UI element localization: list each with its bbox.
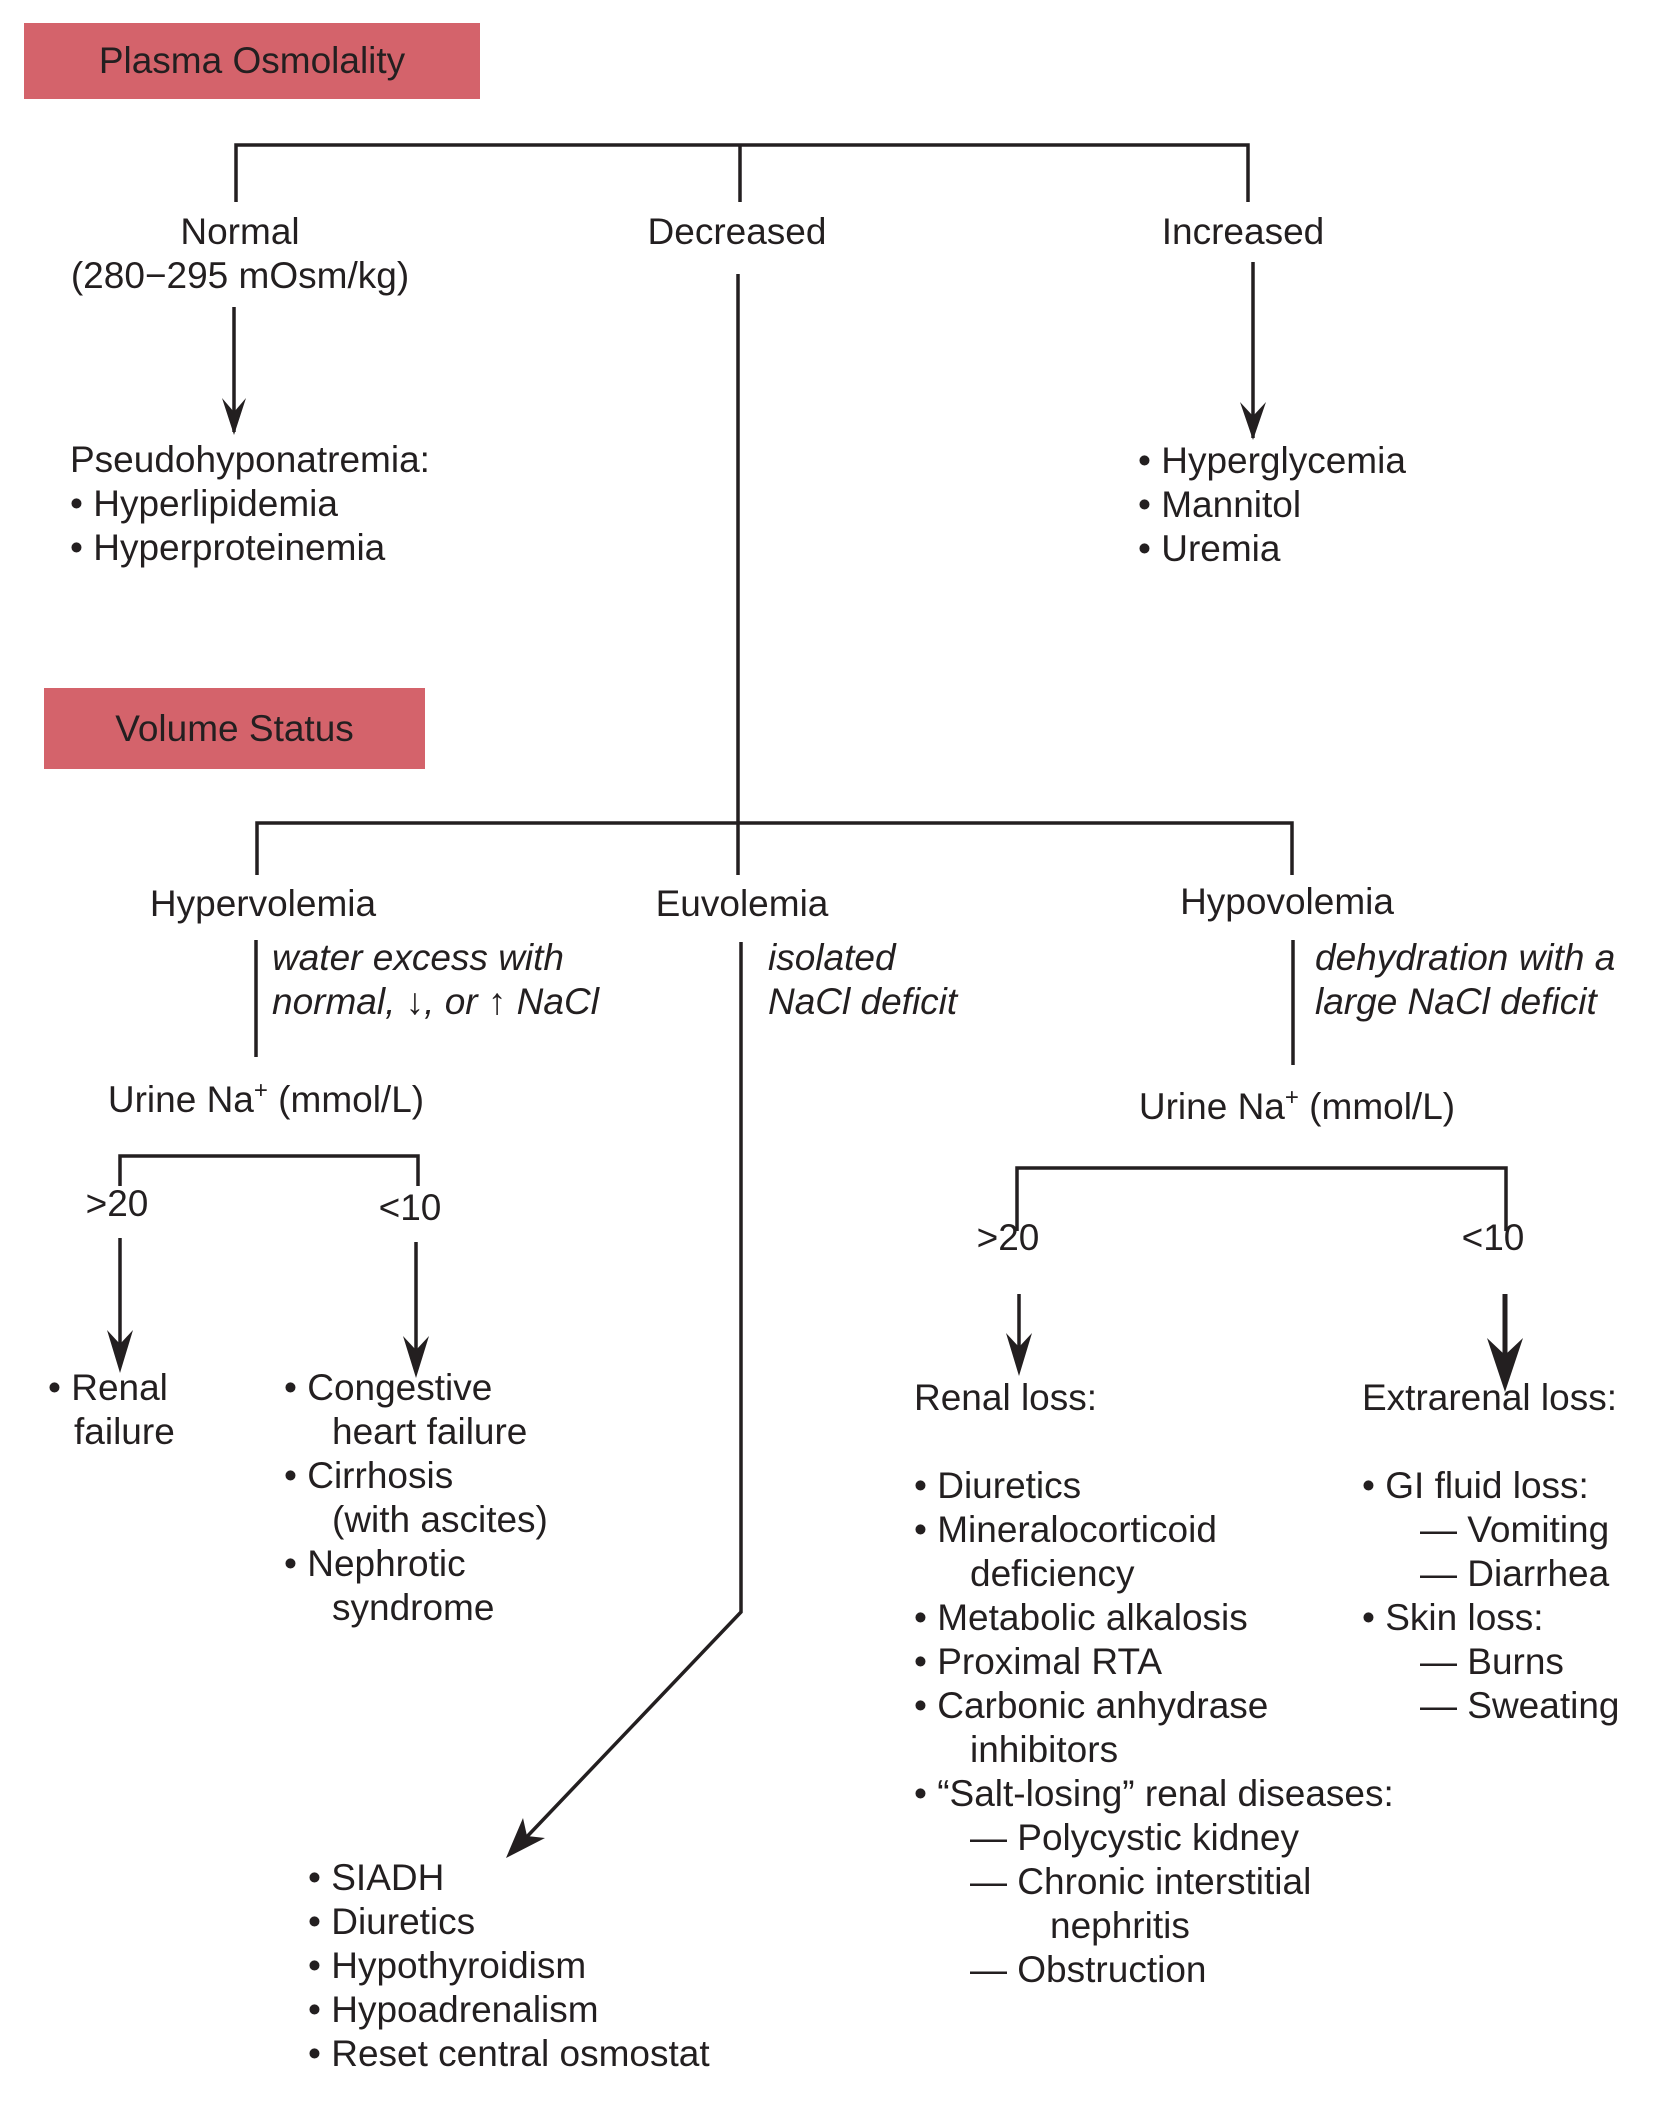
hypo-low-label: <10 [1461,1217,1525,1258]
list-item: • “Salt-losing” renal diseases: [914,1773,1394,1814]
note-line: isolated [768,937,896,978]
euvolemia-node: Euvolemia [655,883,829,924]
hyper-high-label: >20 [85,1183,149,1224]
sub-item: — Chronic interstitial [970,1861,1312,1902]
note-line: dehydration with a [1315,937,1616,978]
list-item-continuation: inhibitors [970,1729,1119,1770]
list-item: • GI fluid loss: [1362,1465,1589,1506]
urine-na-text: Urine Na [107,1079,254,1120]
sub-item: — Diarrhea [1420,1553,1610,1594]
list-item: • Hyperlipidemia [70,483,338,524]
pseudohyponatremia-block: Pseudohyponatremia: • Hyperlipidemia • H… [70,438,430,570]
sub-item: — Obstruction [970,1949,1207,1990]
hyper-high-outcome: • Renal failure [48,1366,175,1454]
hypo-high-label: >20 [976,1217,1040,1258]
hyper-urine-na-label: Urine Na+ (mmol/L) [108,1078,424,1122]
urine-unit: (mmol/L) [267,1079,425,1120]
hypervolemia-node: Hypervolemia [149,883,377,924]
sub-item: — Polycystic kidney [970,1817,1299,1858]
arrowhead-icon [1006,1333,1032,1376]
normal-node: Normal (280−295 mOsm/kg) [71,210,409,298]
list-item: • SIADH [308,1857,445,1898]
hyper-urine-bracket [118,1154,420,1186]
urine-unit: (mmol/L) [1298,1086,1456,1127]
list-item: • Cirrhosis [284,1455,454,1496]
arrowhead-icon [1487,1338,1523,1392]
extrarenal-loss-block: Extrarenal loss: • GI fluid loss: — Vomi… [1362,1376,1620,1728]
list-item: • Reset central osmostat [308,2033,710,2074]
list-item: • Uremia [1138,528,1281,569]
arrowhead-icon [506,1818,545,1858]
hypovolemia-note: dehydration with a large NaCl deficit [1315,936,1615,1024]
list-item-continuation: deficiency [970,1553,1135,1594]
sub-item: — Vomiting [1420,1509,1610,1550]
list-item: • Diuretics [308,1901,476,1942]
list-item: • Nephrotic [284,1543,466,1584]
increased-outcome-list: • Hyperglycemia • Mannitol • Uremia [1138,439,1406,571]
list-item: • Hyperproteinemia [70,527,386,568]
sub-item: — Sweating [1420,1685,1620,1726]
pseudohyponatremia-title: Pseudohyponatremia: [70,439,430,480]
list-item: • Carbonic anhydrase [914,1685,1269,1726]
hypo-urine-na-label: Urine Na+ (mmol/L) [1139,1085,1455,1129]
arrowhead-icon [222,398,246,435]
sub-item-continuation: nephritis [1050,1905,1190,1946]
urine-na-text: Urine Na [1138,1086,1285,1127]
list-item: • Hypoadrenalism [308,1989,599,2030]
plasma-osmolality-header: Plasma Osmolality [24,23,480,99]
sub-item: — Burns [1420,1641,1564,1682]
renal-loss-title: Renal loss: [914,1377,1098,1418]
hypo-urine-bracket [1015,1166,1508,1231]
list-item-continuation: failure [74,1411,175,1452]
plasma-osmolality-label: Plasma Osmolality [98,40,406,81]
volume-status-label: Volume Status [115,707,354,749]
list-item-continuation: heart failure [332,1411,528,1452]
arrowhead-icon [403,1336,429,1378]
superscript: + [1284,1084,1299,1111]
volume-status-header: Volume Status [44,688,425,769]
volume-bracket [255,821,1294,875]
list-item: • Congestive [284,1367,493,1408]
list-item: • Hyperglycemia [1138,440,1406,481]
list-item: • Mannitol [1138,484,1302,525]
hypovolemia-node: Hypovolemia [1180,881,1394,922]
euvolemia-note: isolated NaCl deficit [768,936,957,1024]
osmolality-bracket [234,143,1250,202]
decreased-node: Decreased [647,211,827,252]
arrowhead-icon [107,1330,133,1373]
increased-node: Increased [1161,211,1325,252]
renal-loss-block: Renal loss: • Diuretics • Mineralocortic… [914,1376,1394,1992]
list-item: • Proximal RTA [914,1641,1163,1682]
extrarenal-loss-title: Extrarenal loss: [1362,1377,1617,1418]
superscript: + [253,1077,268,1104]
list-item-continuation: syndrome [332,1587,495,1628]
normal-range: (280−295 mOsm/kg) [70,255,410,296]
list-item: • Diuretics [914,1465,1082,1506]
euvolemia-outcome: • SIADH • Diuretics • Hypothyroidism • H… [308,1856,710,2076]
list-item: • Skin loss: [1362,1597,1544,1638]
note-line: water excess with [272,937,564,978]
list-item: • Hypothyroidism [308,1945,587,1986]
list-item-continuation: (with ascites) [332,1499,548,1540]
hyper-low-label: <10 [378,1187,442,1228]
arrowhead-icon [1240,402,1266,440]
hyper-low-outcome: • Congestive heart failure • Cirrhosis (… [284,1366,548,1630]
list-item: • Metabolic alkalosis [914,1597,1248,1638]
euvolemia-line [518,942,743,1846]
note-line: large NaCl deficit [1315,981,1597,1022]
normal-label: Normal [180,211,300,252]
hypervolemia-note: water excess with normal, ↓, or ↑ NaCl [272,936,599,1024]
note-line: NaCl deficit [768,981,958,1022]
list-item: • Mineralocorticoid [914,1509,1217,1550]
arrowheads [107,398,1523,1858]
list-item: • Renal [48,1367,168,1408]
note-line: normal, ↓, or ↑ NaCl [272,981,599,1022]
